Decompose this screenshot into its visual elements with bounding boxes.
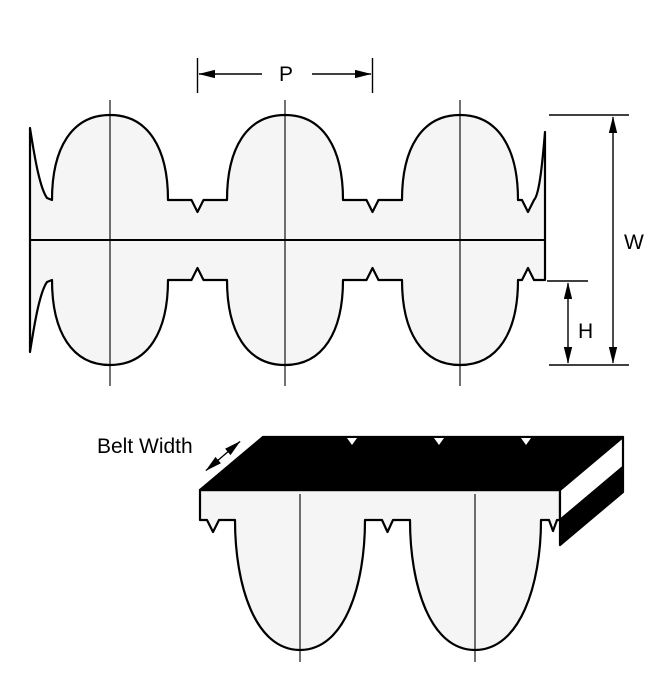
perspective-view: Belt Width [97, 435, 625, 662]
pitch-label: P [279, 63, 293, 86]
width-dimension: W [549, 114, 644, 366]
far-edge-notch [347, 438, 357, 445]
width-label: W [624, 231, 644, 254]
belt-front-profile [198, 488, 562, 652]
belt-width-arrow-upper [222, 440, 241, 457]
pitch-dimension: P [196, 58, 374, 93]
height-dimension: H [547, 280, 593, 364]
belt-top-surface [198, 435, 625, 492]
belt-width-arrow-lower [205, 455, 224, 472]
cross-section-view: P W H [28, 58, 644, 386]
far-edge-notch [434, 438, 444, 445]
height-label: H [578, 320, 593, 343]
belt-width-label: Belt Width [97, 435, 193, 458]
belt-teeth-side-face [558, 465, 625, 547]
far-edge-notch [521, 438, 531, 445]
